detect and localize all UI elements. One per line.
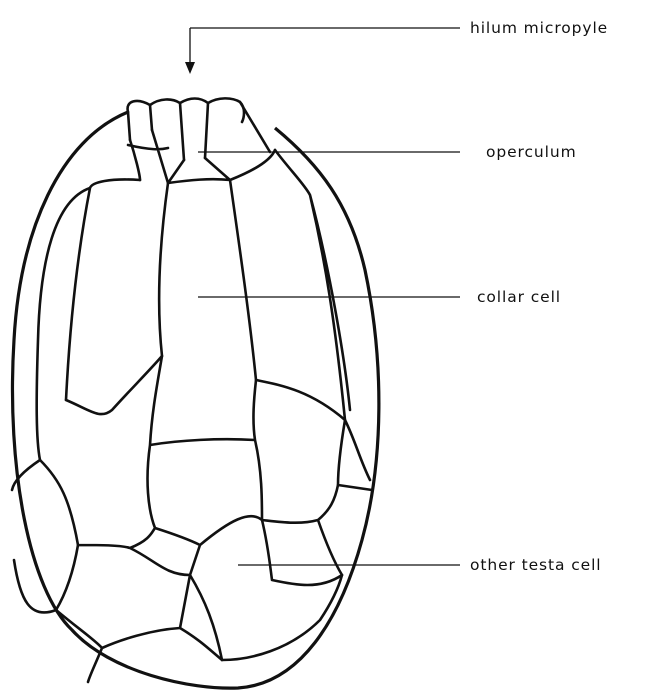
hilum-micropyle-label: hilum micropyle [470, 19, 608, 37]
other-testa-cell-label: other testa cell [470, 556, 601, 574]
lower-cells [14, 485, 342, 660]
hilum-arrowhead [185, 62, 195, 74]
crown-ridges [128, 102, 270, 160]
hilum-crown [128, 98, 244, 122]
operculum-label: operculum [486, 143, 577, 161]
collar-cell-walls [37, 150, 350, 460]
collar-cell-label: collar cell [477, 288, 561, 306]
operculum-cells [128, 130, 275, 183]
